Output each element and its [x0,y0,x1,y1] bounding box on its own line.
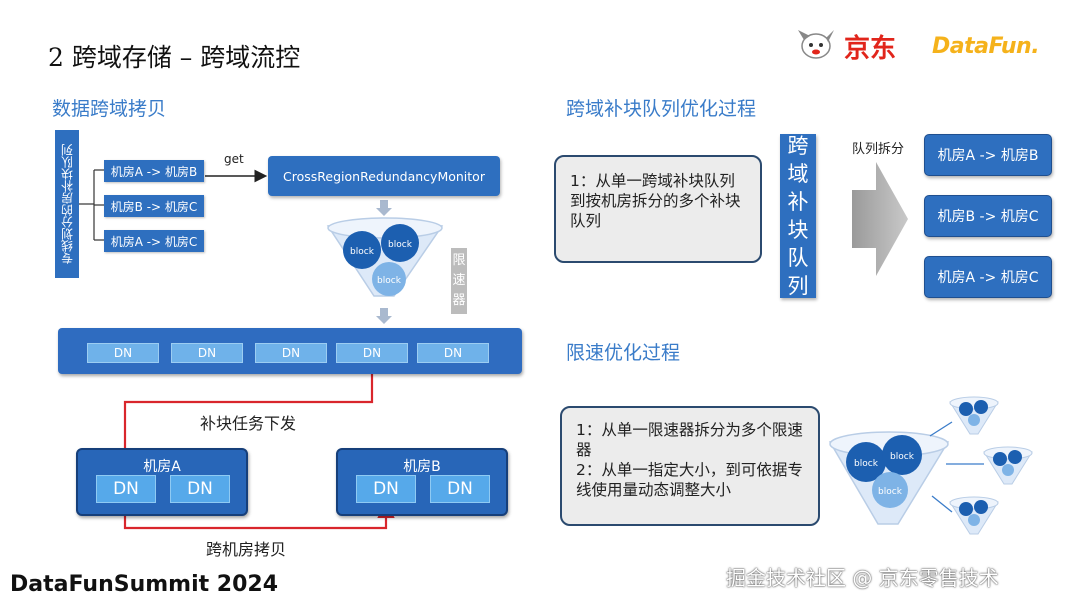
footer-brand: DataFunSummit 2024 [10,572,279,597]
block-label: block [377,276,402,286]
room-b: 机房B DN DN [336,448,508,516]
route-item: 机房A -> 机房C [104,230,204,252]
note-line: 1：从单一限速器拆分为多个限速器 [576,421,803,459]
monitor-box: CrossRegionRedundancyMonitor [268,156,500,196]
dn-node: DN [336,343,408,363]
down-arrow-icon [376,308,392,324]
route-item: 机房B -> 机房C [104,195,204,217]
dn-node: DN [171,343,243,363]
funnel-icon [326,217,444,297]
block-label: block [388,240,413,250]
section-title-copy: 数据跨域拷贝 [52,98,167,120]
block-label: block [350,247,375,257]
queue-item: 机房A -> 机房B [924,134,1052,176]
funnel-icon [828,431,950,525]
ratelimit-optimization-note: 1：从单一限速器拆分为多个限速器 2：从单一指定大小，到可依据专线使用量动态调整… [560,406,820,526]
queue-optimization-note: 1：从单一跨域补块队列到按机房拆分的多个补块队列 [554,155,762,263]
watermark: 掘金技术社区 @ 京东零售技术 [726,566,999,590]
room-a-dn: DN [170,475,230,503]
multi-funnel-diagram: block block block [828,396,1033,535]
room-b-dn: DN [356,475,416,503]
copy-label: 跨机房拷贝 [206,540,287,559]
dn-node: DN [255,343,327,363]
dn-cluster-bar: DN DN DN DN DN [58,328,522,374]
split-label: 队列拆分 [852,142,905,157]
jd-logo: 京东 [798,30,896,64]
dispatch-label: 补块任务下发 [200,414,297,433]
dispatch-arrow [116,358,374,473]
cross-region-queue: 跨 域 补 块 队 列 [780,134,816,298]
jd-dog-icon [798,30,834,59]
rate-limiter-label: 限 速 器 [451,248,467,314]
room-b-label: 机房B [403,459,441,475]
room-a-label: 机房A [143,459,181,475]
queue-item: 机房A -> 机房C [924,256,1052,298]
jd-text: 京东 [844,33,896,64]
down-arrow-icon [376,200,392,216]
small-funnel-icon [949,396,999,435]
dn-node: DN [417,343,489,363]
note-line: 2：从单一指定大小，到可依据专线使用量动态调整大小 [576,461,803,499]
svg-text:block: block [890,452,915,462]
small-funnel-icon [983,446,1033,485]
datafun-logo: DataFun. [932,34,1040,59]
page-title: 2 跨域存储 – 跨域流控 [48,43,301,72]
svg-text:block: block [854,459,879,469]
split-arrow-icon [852,162,908,276]
room-a-dn: DN [96,475,156,503]
route-item: 机房A -> 机房B [104,160,204,182]
room-a: 机房A DN DN [76,448,248,516]
small-funnel-icon [949,496,999,535]
section-title-ratelimit: 限速优化过程 [566,342,681,364]
get-label: get [224,152,244,166]
room-b-dn: DN [430,475,490,503]
dn-node: DN [87,343,159,363]
section-title-queue: 跨域补块队列优化过程 [566,98,757,120]
svg-text:block: block [878,487,903,497]
queue-item: 机房B -> 机房C [924,195,1052,237]
